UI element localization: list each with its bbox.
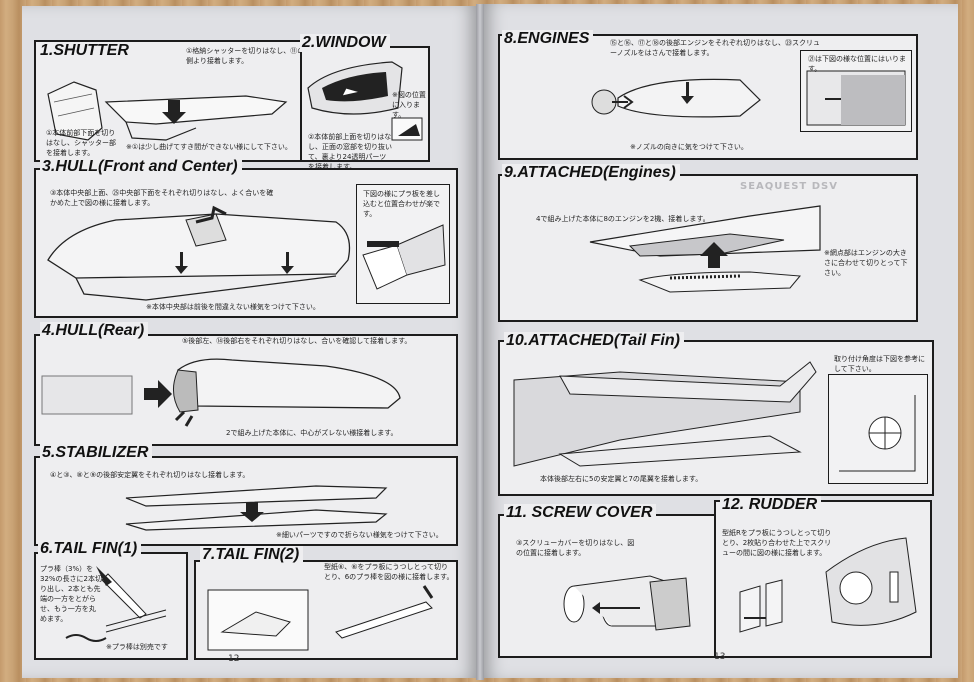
panel-tail-fin-1: プラ棒（3%）を32%の長さに2本切り出し、2本とも先端の一方をとがらせ、もう一… <box>34 552 188 660</box>
rudder-title: 12. RUDDER <box>720 496 822 514</box>
shutter-note-top: ①格納シャッターを切りはなし、⑪の裏側より接着します。 <box>186 47 312 65</box>
hull-rear-note-top: ⑤後部左、⑭後部右をそれぞれ切りはなし、合いを確認して接着します。 <box>182 337 412 345</box>
tail-fin-1-diagram <box>65 566 167 642</box>
shutter-title: 1.SHUTTER <box>38 42 133 60</box>
rudder-diagram <box>739 537 917 633</box>
page-number-left: 12 <box>228 654 240 664</box>
tail-fin-2-note: 型紙⑥、⑥をプラ板にうつしとって切りとり、6のプラ棒を図の様に接着します。 <box>324 563 454 581</box>
book-spine-fold <box>476 4 484 680</box>
shutter-note-left: ①本体前部下面を切りはなし、シャッター部を接着します。 <box>46 129 116 157</box>
screw-cover-note: ③スクリューカバーを切りはなし、図の位置に接着します。 <box>516 539 635 557</box>
window-title: 2.WINDOW <box>300 34 390 52</box>
attached-engines-title: 9.ATTACHED(Engines) <box>502 164 680 182</box>
hull-front-inset-diagram <box>362 224 446 290</box>
attached-engines-note-right: ※網点部はエンジンの大きさに合わせて切りとって下さい。 <box>824 249 908 277</box>
instruction-page-right: ⑮と⑯、⑰と⑱の後部エンジンをそれぞれ切りはなし、㉓スクリューノズルをはさんで接… <box>482 4 958 678</box>
panel-attached-engines: SEAQUEST DSV 4で組み上げた本体に8のエンジンを2機、接着します。 … <box>498 174 918 322</box>
panel-shutter: ①格納シャッターを切りはなし、⑪の裏側より接着します。 ①本体前部下面を切りはな… <box>34 40 322 162</box>
engines-inset <box>800 50 912 132</box>
engines-title: 8.ENGINES <box>502 30 594 48</box>
engines-note-top: ⑮と⑯、⑰と⑱の後部エンジンをそれぞれ切りはなし、㉓スクリューノズルをはさんで接… <box>610 39 820 57</box>
stabilizer-title: 5.STABILIZER <box>40 444 153 462</box>
hull-front-note-bottom: ※本体中央部は前後を間違えない様気をつけて下さい。 <box>146 303 320 311</box>
attached-tail-inset <box>828 374 928 484</box>
attached-tail-title: 10.ATTACHED(Tail Fin) <box>504 332 684 350</box>
panel-hull-front: ③本体中央部上面、㉕中央部下面をそれぞれ切りはなし、よく合いを確かめた上で図の様… <box>34 168 458 318</box>
tail-fin-2-diagram <box>207 585 434 651</box>
tail-fin-2-title: 7.TAIL FIN(2) <box>200 546 304 564</box>
stabilizer-note-bottom: ※細いパーツですので折らない様気をつけて下さい。 <box>276 531 443 539</box>
page-number-right: 13 <box>714 652 726 662</box>
attached-engines-bg-text: SEAQUEST DSV <box>740 181 838 192</box>
panel-rudder: 型紙Rをプラ板にうつしとって切りとり、2枚貼り合わせた上でスクリューの間に図の様… <box>714 500 932 658</box>
rudder-note: 型紙Rをプラ板にうつしとって切りとり、2枚貼り合わせた上でスクリューの間に図の様… <box>722 529 832 557</box>
screw-cover-diagram <box>563 575 691 631</box>
panel-hull-rear: ⑤後部左、⑭後部右をそれぞれ切りはなし、合いを確認して接着します。 2で組み上げ… <box>34 334 458 446</box>
hull-front-diagram <box>47 205 351 301</box>
attached-tail-note-right: 取り付け角度は下図を参考にして下さい。 <box>834 355 925 373</box>
window-diagram <box>307 61 423 141</box>
engines-inset-diagram <box>806 70 906 126</box>
panel-engines: ⑮と⑯、⑰と⑱の後部エンジンをそれぞれ切りはなし、㉓スクリューノズルをはさんで接… <box>498 34 918 160</box>
attached-engines-note-top: 4で組み上げた本体に8のエンジンを2機、接着します。 <box>536 215 710 223</box>
stabilizer-note-top: ④と③、⑧と⑨の後部安定翼をそれぞれ切りはなし接着します。 <box>50 471 250 479</box>
tail-fin-1-note: プラ棒（3%）を32%の長さに2本切り出し、2本とも先端の一方をとがらせ、もう一… <box>40 565 103 623</box>
attached-tail-note-bottom: 本体後部左右に5の安定翼と7の尾翼を接着します。 <box>540 475 703 483</box>
attached-engines-diagram <box>589 205 821 293</box>
attached-tail-diagram <box>513 361 817 467</box>
hull-front-note-top: ③本体中央部上面、㉕中央部下面をそれぞれ切りはなし、よく合いを確かめた上で図の様… <box>50 189 274 207</box>
engines-note-right: ㉑は下図の様な位置にはいります。 <box>808 55 906 73</box>
panel-window: ※図の位置に入ります。 ②本体前部上面を切りはなし、正面の窓部を切り抜いて、裏よ… <box>300 46 430 171</box>
stabilizer-diagram <box>125 485 388 531</box>
engines-note-bottom: ※ノズルの向きに気をつけて下さい。 <box>630 143 748 151</box>
panel-screw-cover: ③スクリューカバーを切りはなし、図の位置に接着します。 <box>498 514 722 658</box>
attached-tail-inset-diagram <box>839 395 916 472</box>
hull-rear-diagram <box>41 358 401 427</box>
hull-rear-note-bottom: 2で組み上げた本体に、中心がズレない様接着します。 <box>226 429 398 437</box>
tail-fin-1-note-bottom: ※プラ棒は別売です <box>106 643 168 651</box>
hull-front-title: 3.HULL(Front and Center) <box>40 158 242 176</box>
window-note-right: ※図の位置に入ります。 <box>392 91 426 119</box>
engines-diagram <box>591 78 761 118</box>
panel-stabilizer: ④と③、⑧と⑨の後部安定翼をそれぞれ切りはなし接着します。 ※細いパーツですので… <box>34 456 458 546</box>
instruction-page-left: ①格納シャッターを切りはなし、⑪の裏側より接着します。 ①本体前部下面を切りはな… <box>22 6 478 678</box>
shutter-note-bottom: ※①は少し曲げてすき間ができない様にして下さい。 <box>126 143 292 151</box>
hull-front-inset: 下図の様にプラ板を差し込むと位置合わせが楽です。 <box>356 184 450 304</box>
screw-cover-title: 11. SCREW COVER <box>504 504 657 522</box>
tail-fin-1-title: 6.TAIL FIN(1) <box>38 540 142 558</box>
hull-front-inset-note: 下図の様にプラ板を差し込むと位置合わせが楽です。 <box>363 190 440 218</box>
hull-rear-title: 4.HULL(Rear) <box>40 322 149 340</box>
panel-attached-tail: 取り付け角度は下図を参考にして下さい。 本体後部左右に5の安定翼と7の尾翼を接着… <box>498 340 934 496</box>
panel-tail-fin-2: 型紙⑥、⑥をプラ板にうつしとって切りとり、6のプラ棒を図の様に接着します。 <box>194 560 458 660</box>
window-note-bottom: ②本体前部上面を切りはなし、正面の窓部を切り抜いて、裏より24透明パーツを接着し… <box>308 133 392 171</box>
shutter-diagram <box>47 81 288 141</box>
